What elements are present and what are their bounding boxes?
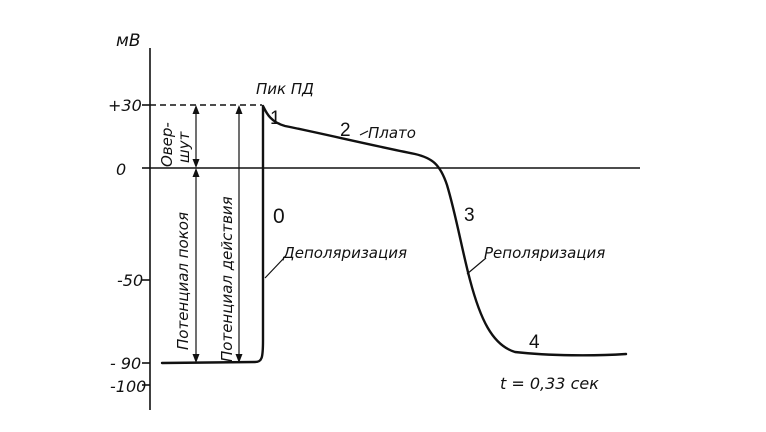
action-potential-curve [160, 104, 628, 365]
overshoot-arrow [192, 105, 200, 168]
phase-3-label: 3 [464, 205, 475, 226]
axis-unit-label: мВ [116, 31, 141, 51]
tick-label-0: 0 [116, 160, 126, 179]
tick-label-30: +30 [108, 96, 142, 115]
tick-label-minus90: - 90 [110, 354, 141, 373]
tick-label-minus100: -100 [110, 377, 146, 396]
phase-1-label: 1 [270, 108, 281, 129]
duration-label: t = 0,33 сек [500, 374, 599, 393]
resting-potential-label: Потенциал покоя [174, 212, 192, 350]
phase-2-label: 2 [340, 120, 351, 141]
action-potential-arrow [235, 105, 243, 363]
depolarization-label: Деполяризация [282, 244, 407, 262]
repolarization-label: Реполяризация [484, 244, 605, 262]
depolarization-leader [264, 257, 285, 279]
overshoot-label-line2: шут [175, 130, 193, 163]
action-potential-label: Потенциал действия [218, 196, 236, 362]
plateau-label: Плато [368, 124, 416, 142]
peak-label: Пик ПД [256, 80, 314, 98]
phase-4-label: 4 [529, 332, 540, 353]
phase-0-label: 0 [273, 205, 285, 228]
resting-potential-arrow [192, 168, 200, 363]
tick-label-minus50: -50 [117, 271, 143, 290]
repolarization-leader [466, 257, 487, 275]
plateau-leader [359, 130, 369, 136]
overshoot-label-line1: Овер- [158, 122, 176, 167]
